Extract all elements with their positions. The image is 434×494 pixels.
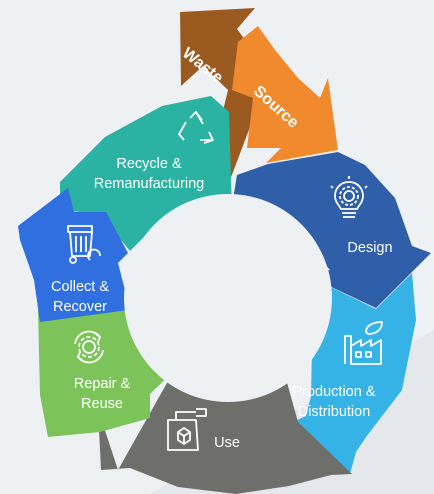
- gear-cycle-icon: [74, 330, 104, 364]
- center-hole: [124, 194, 332, 402]
- repair-label: Repair & Reuse: [60, 374, 144, 414]
- source-arrow: [232, 26, 338, 163]
- production-line-1: Production &: [292, 384, 376, 400]
- recycle-label: Recycle & Remanufacturing: [70, 154, 228, 194]
- recycle-line-2: Remanufacturing: [93, 176, 205, 192]
- recycle-line-1: Recycle &: [116, 156, 182, 172]
- production-label: Production & Distribution: [282, 382, 386, 422]
- design-label: Design: [340, 238, 400, 258]
- collect-line-2: Recover: [53, 299, 107, 315]
- design-segment: [231, 152, 431, 308]
- use-segment: [98, 367, 352, 494]
- use-text: Use: [214, 435, 240, 451]
- use-label: Use: [210, 433, 244, 453]
- repair-line-1: Repair &: [73, 376, 131, 392]
- lightbulb-gear-icon: [330, 176, 368, 218]
- factory-leaf-icon: [344, 321, 383, 365]
- shopping-bag-hand-icon: [167, 408, 207, 451]
- repair-line-2: Reuse: [81, 396, 123, 412]
- recycle-icon: [178, 111, 214, 144]
- collect-line-1: Collect &: [50, 279, 110, 295]
- collect-segment: [18, 188, 128, 322]
- collect-label: Collect & Recover: [42, 277, 118, 317]
- recycling-bin-icon: [67, 225, 101, 264]
- design-text: Design: [347, 240, 393, 256]
- production-line-2: Distribution: [297, 404, 371, 420]
